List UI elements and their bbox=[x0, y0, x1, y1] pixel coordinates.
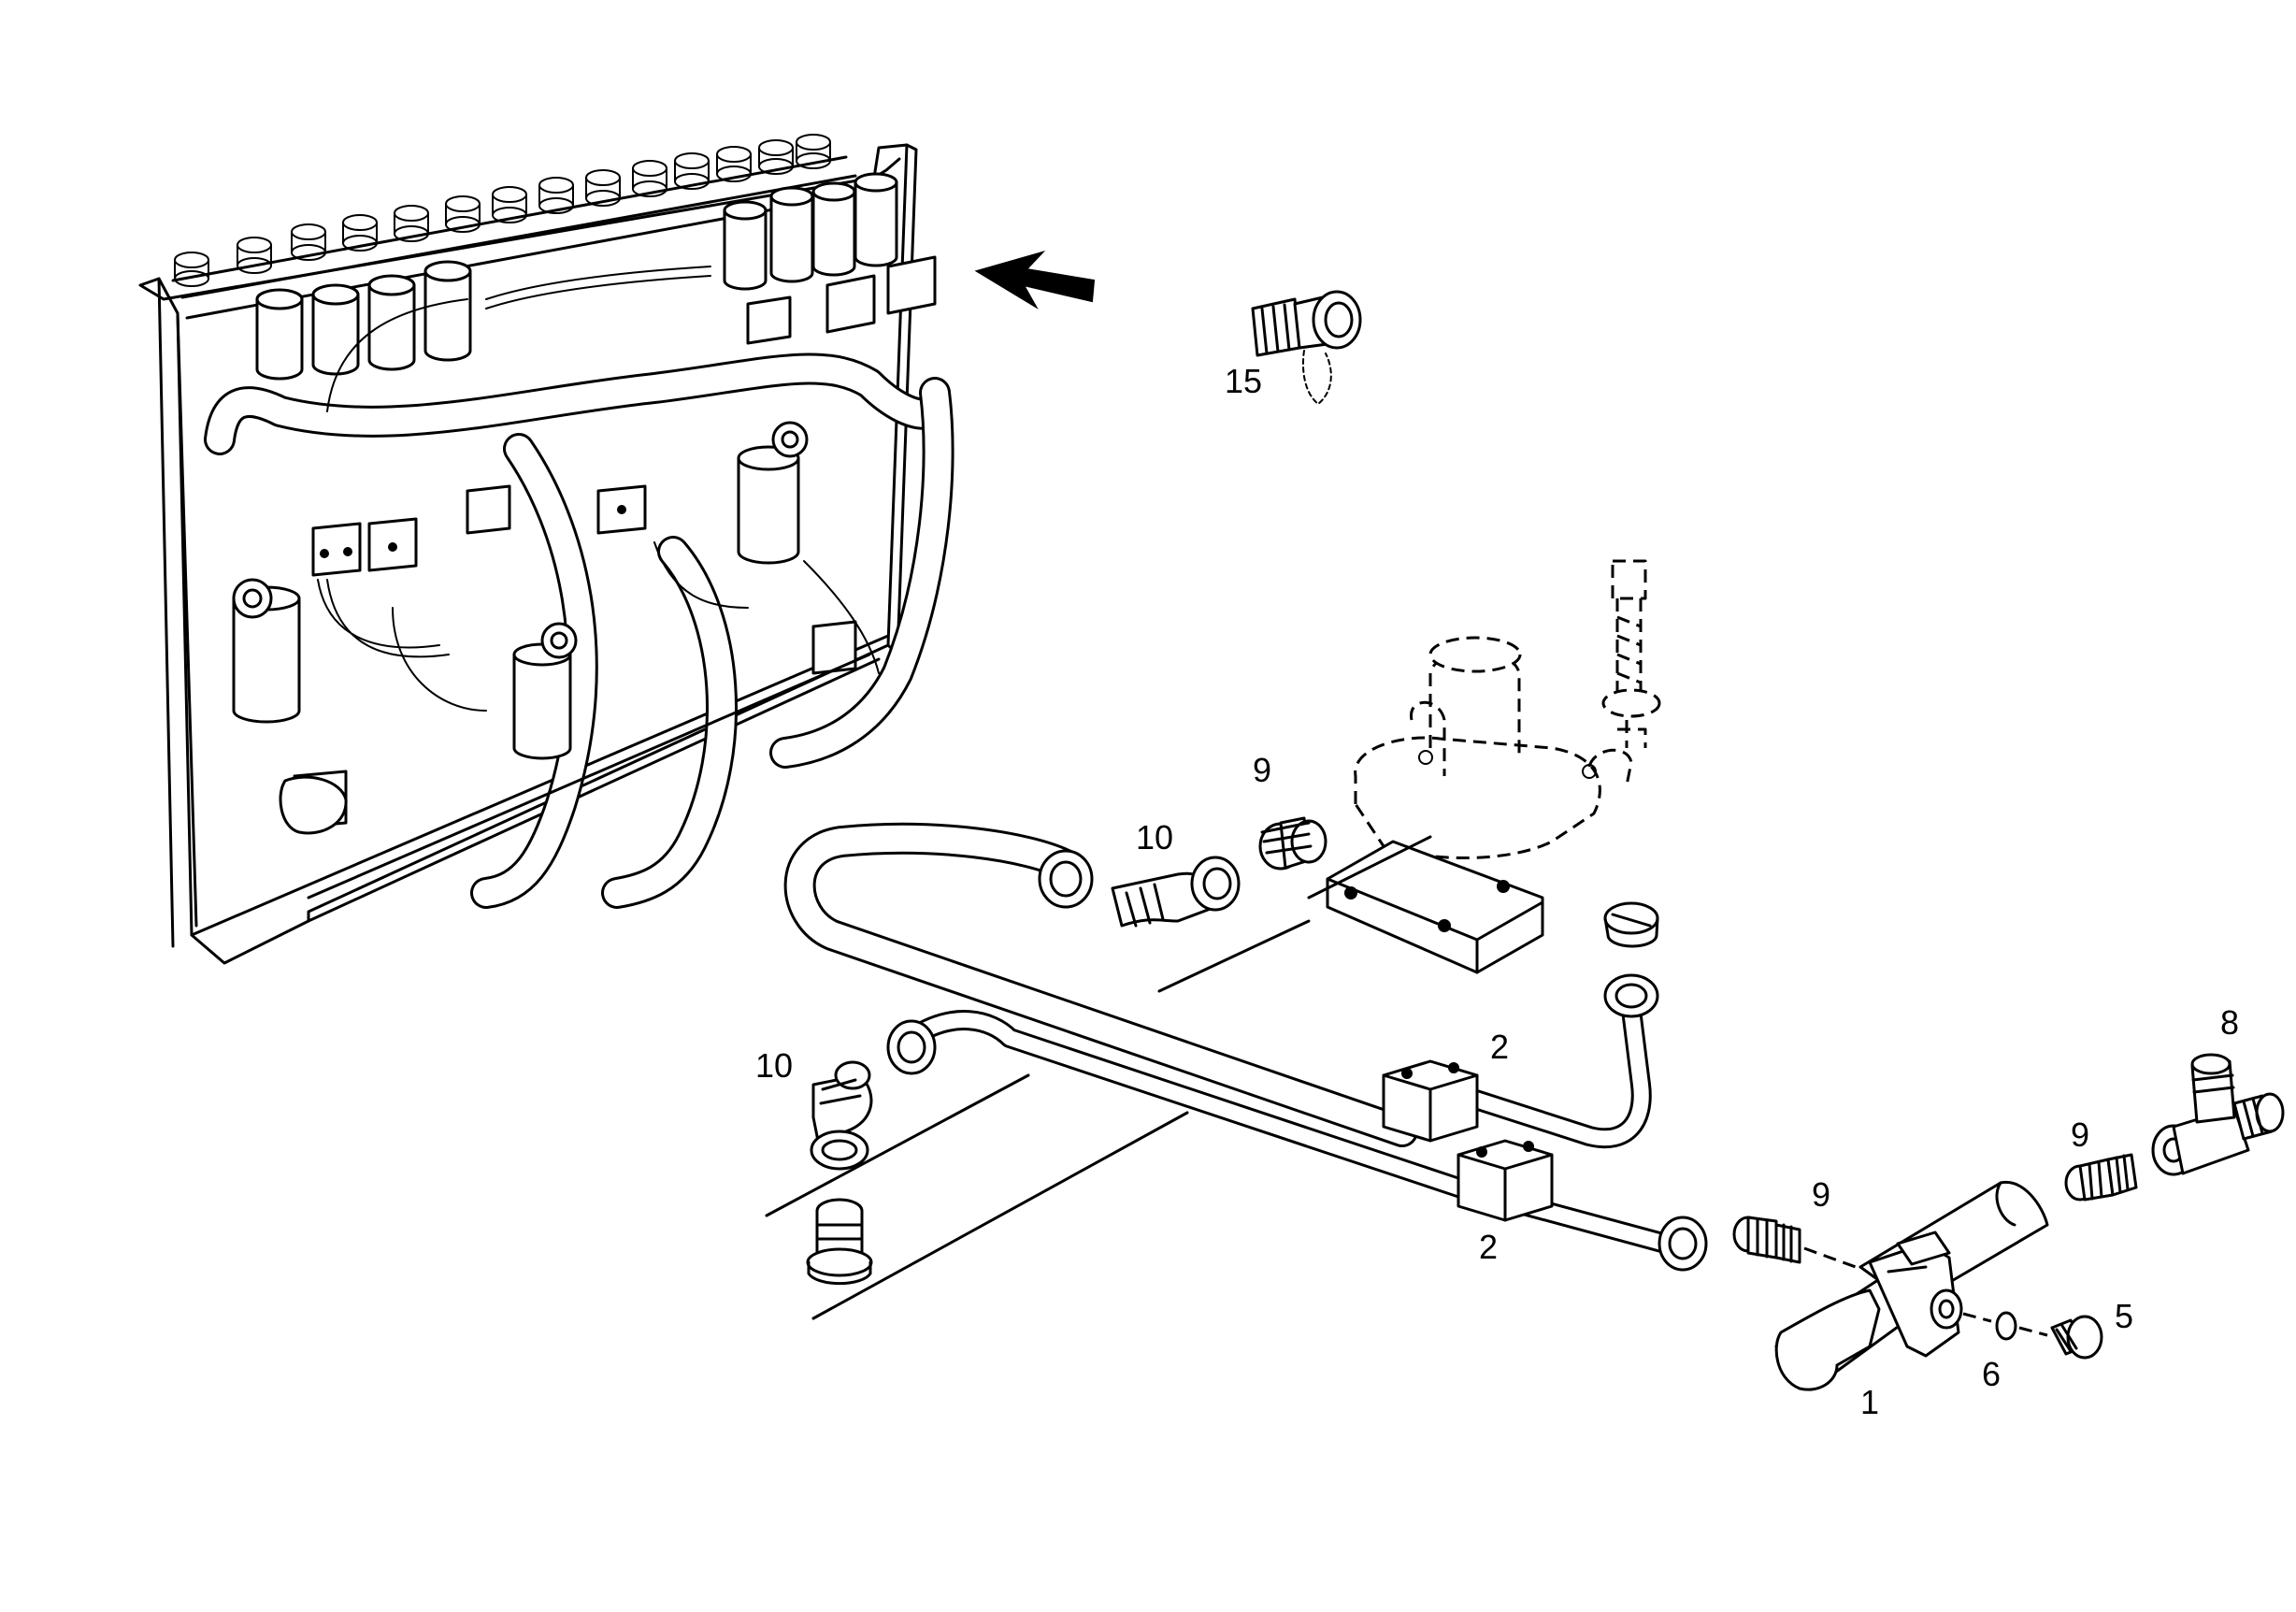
solenoid-cylinders bbox=[255, 172, 898, 381]
hose-loop bbox=[783, 822, 1418, 1147]
direction-arrow-icon bbox=[974, 251, 1096, 309]
callout-2-upper: 2 bbox=[1490, 1028, 1509, 1066]
top-fitting-row bbox=[174, 134, 831, 287]
bulkhead-fitting-lower bbox=[806, 1198, 873, 1286]
hydraulic-valve-block-assembly bbox=[138, 134, 954, 965]
callout-2-lower: 2 bbox=[1479, 1228, 1498, 1266]
right-hose bbox=[769, 377, 954, 769]
fitting-9-upper bbox=[1258, 816, 1327, 871]
pipe-clamp-2-upper bbox=[1382, 1059, 1479, 1143]
callout-8: 8 bbox=[2220, 1003, 2239, 1042]
pipe-clamp-2-lower bbox=[1457, 1139, 1554, 1222]
callout-10-lower: 10 bbox=[755, 1046, 793, 1085]
callout-9-upper: 9 bbox=[1253, 751, 1271, 789]
elbow-fitting-10-upper bbox=[1111, 856, 1241, 928]
callout-9-right: 9 bbox=[2071, 1115, 2089, 1154]
callout-10-upper: 10 bbox=[1136, 818, 1173, 856]
o-ring-part-6 bbox=[1962, 1311, 2048, 1341]
quick-coupling-part-15 bbox=[1251, 290, 1362, 405]
plug-part-5 bbox=[2050, 1315, 2103, 1360]
elbow-fitting-10-lower bbox=[810, 1060, 873, 1171]
callout-15: 15 bbox=[1225, 362, 1262, 400]
plug-fitting bbox=[1603, 901, 1659, 948]
lower-cylinder bbox=[279, 775, 348, 835]
fitting-9-right bbox=[2064, 1153, 2138, 1202]
pump-housing-dashed bbox=[1326, 559, 1661, 974]
filter-canisters bbox=[232, 421, 809, 760]
steel-pipe-vertical bbox=[1448, 973, 1659, 1149]
middle-hoses bbox=[470, 433, 738, 909]
callout-9-middle: 9 bbox=[1812, 1175, 1830, 1214]
steel-pipe-lower bbox=[886, 1010, 1708, 1272]
interior-tubing bbox=[307, 266, 880, 900]
callout-6: 6 bbox=[1982, 1355, 2001, 1393]
callout-1: 1 bbox=[1860, 1383, 1879, 1421]
callout-5: 5 bbox=[2115, 1297, 2133, 1335]
upper-hose bbox=[204, 353, 951, 455]
fitting-9-middle bbox=[1732, 1216, 1857, 1269]
tee-fitting-part-8 bbox=[2151, 1053, 2285, 1176]
valve-body-part-1 bbox=[1774, 1181, 2049, 1391]
guide-lines bbox=[765, 835, 1432, 1320]
